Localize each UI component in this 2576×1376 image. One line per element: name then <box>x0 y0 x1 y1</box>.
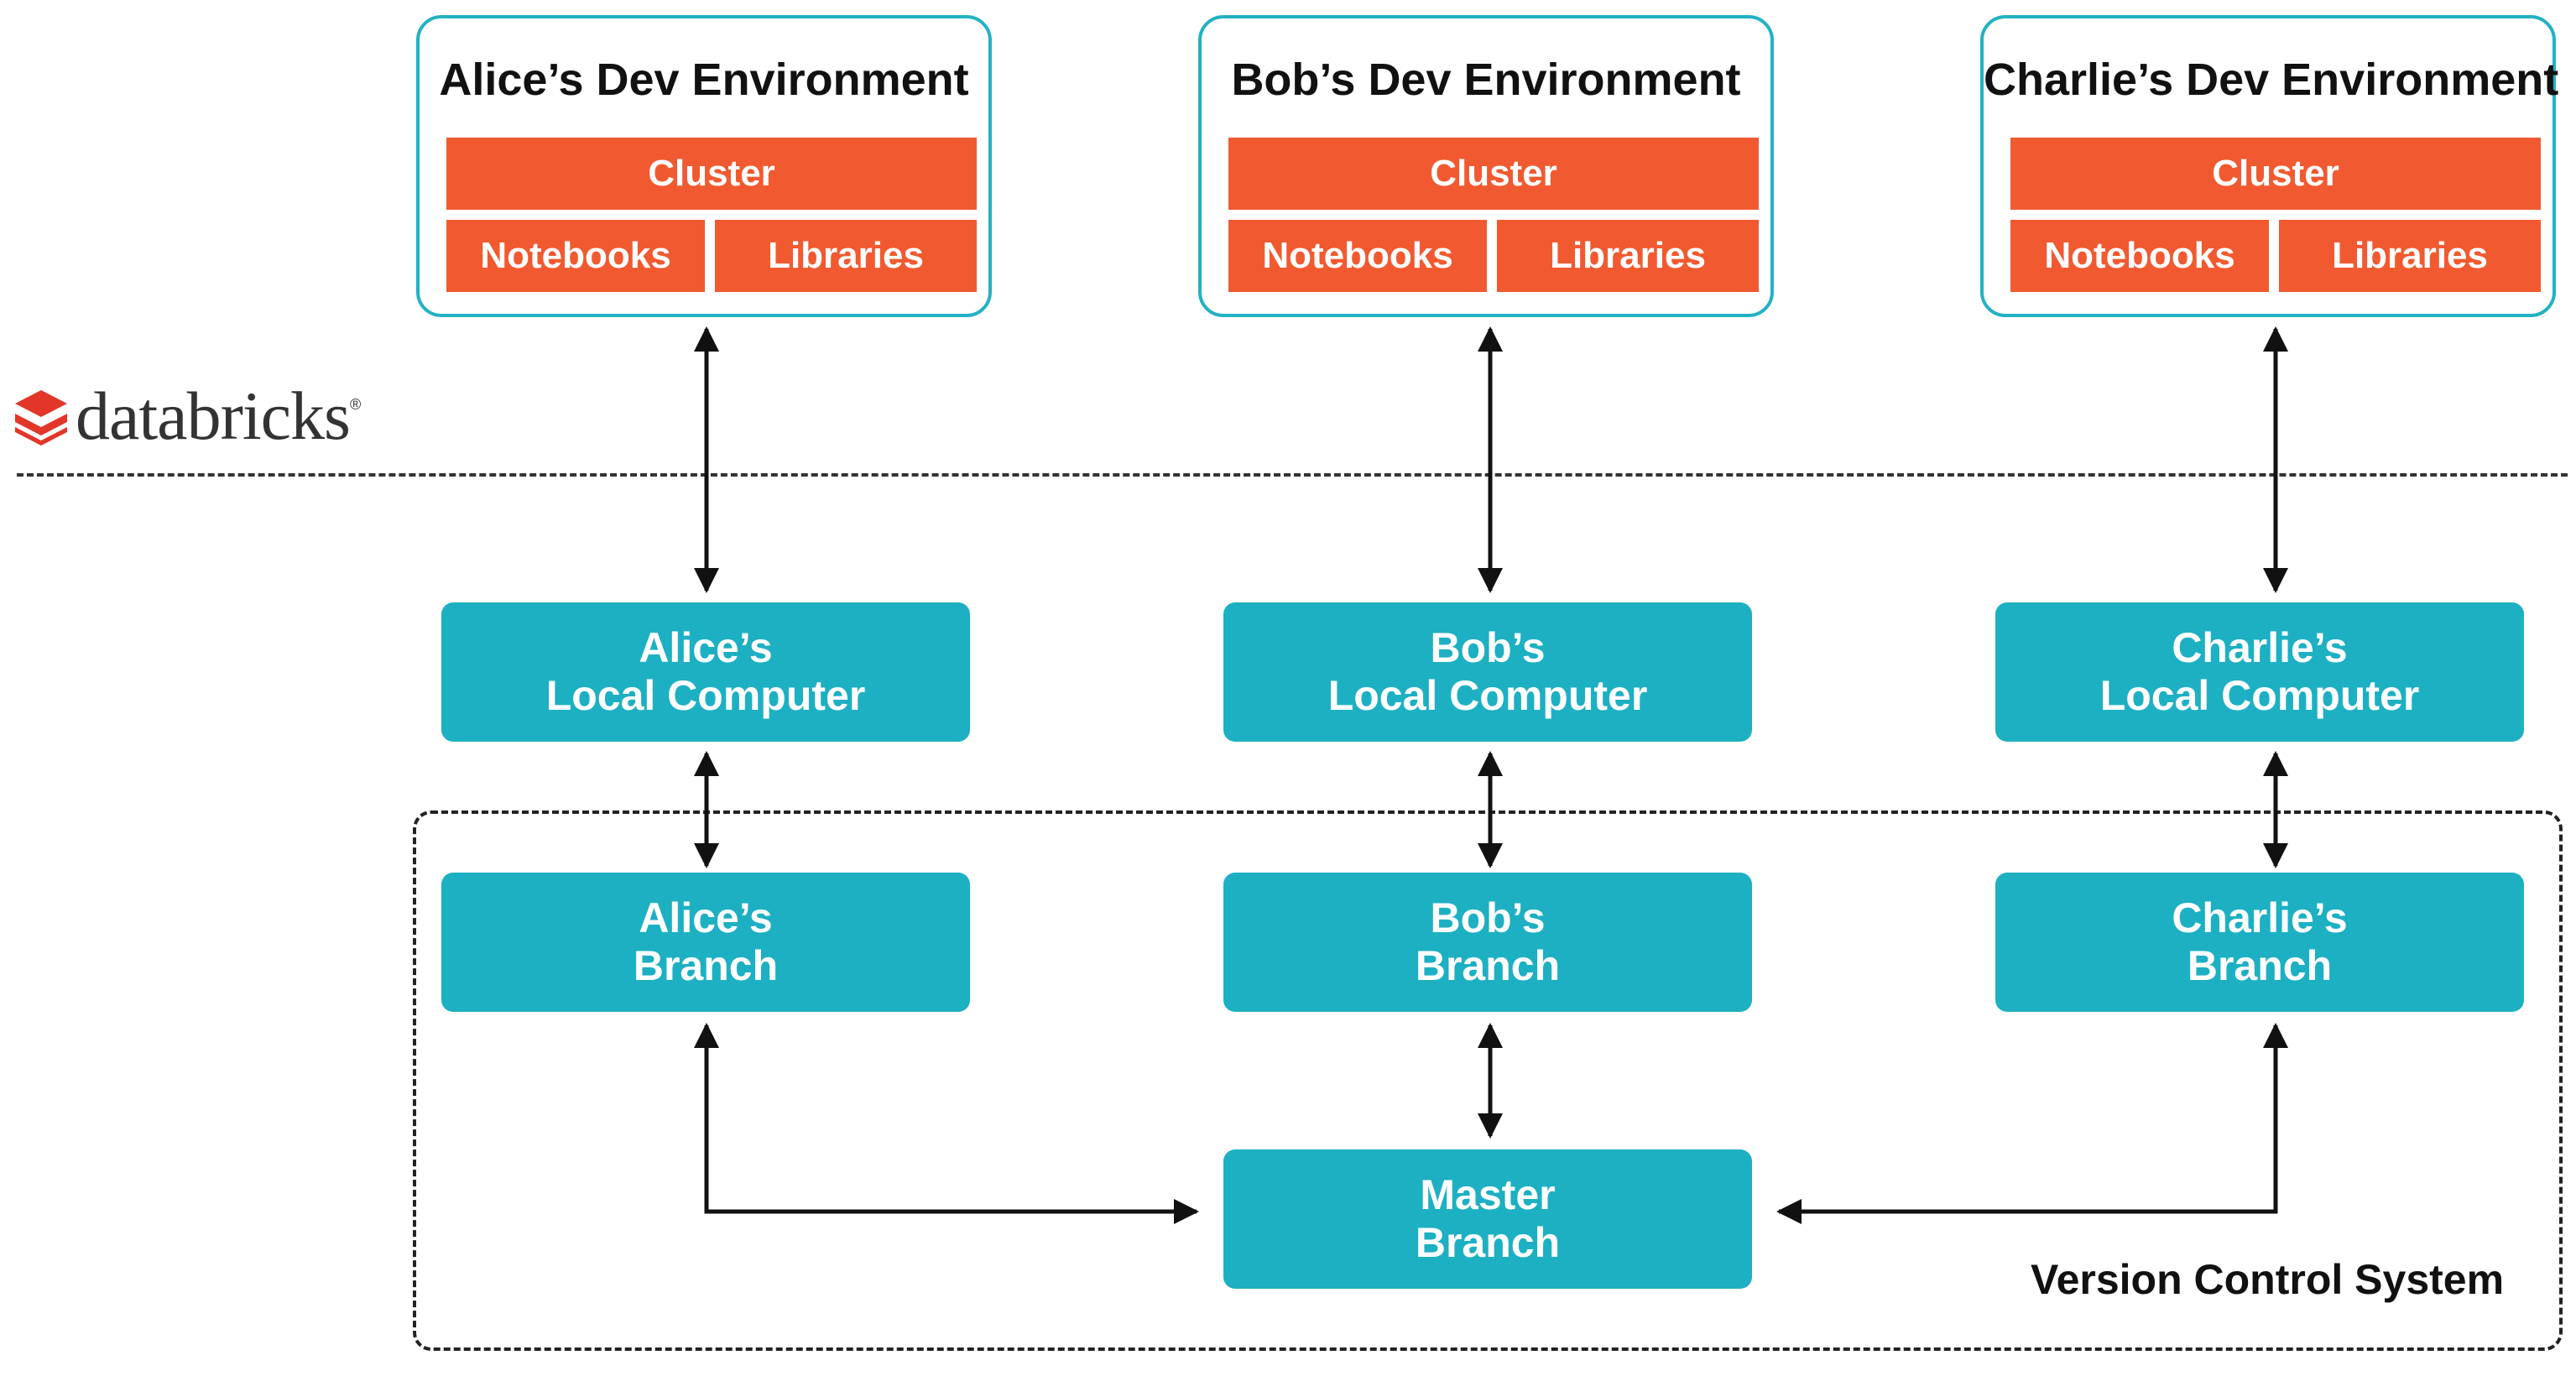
local-computer-owner: Bob’s <box>1430 623 1546 671</box>
branch-label: Branch <box>2187 942 2333 989</box>
branch-owner: Bob’s <box>1430 894 1546 941</box>
dev-environment-title: Alice’s Dev Environment <box>439 55 969 105</box>
notebooks-block: Notebooks <box>446 220 705 292</box>
databricks-boundary-line <box>17 473 2568 477</box>
local-computer-label: Local Computer <box>2099 672 2420 719</box>
branch-alice: Alice’s Branch <box>441 873 970 1012</box>
master-branch-line1: Master <box>1420 1170 1556 1218</box>
notebooks-block: Notebooks <box>2010 220 2269 292</box>
local-computer-label: Local Computer <box>545 672 866 719</box>
databricks-wordmark: databricks <box>76 378 351 454</box>
libraries-block: Libraries <box>715 220 977 292</box>
local-computer-owner: Alice’s <box>639 623 773 671</box>
dev-environment-bob: Bob’s Dev Environment Cluster Notebooks … <box>1198 15 1774 317</box>
cluster-block: Cluster <box>446 138 977 210</box>
cluster-block: Cluster <box>1228 138 1759 210</box>
dev-environment-alice: Alice’s Dev Environment Cluster Notebook… <box>416 15 992 317</box>
libraries-block: Libraries <box>1497 220 1759 292</box>
dev-environment-title: Bob’s Dev Environment <box>1231 55 1741 105</box>
dev-environment-title: Charlie’s Dev Environment <box>1984 55 2559 105</box>
local-computer-charlie: Charlie’s Local Computer <box>1995 602 2524 742</box>
registered-mark: ® <box>349 396 362 413</box>
master-branch-line2: Branch <box>1415 1219 1561 1266</box>
databricks-logo: databricks ® <box>12 374 361 458</box>
branch-owner: Alice’s <box>639 894 773 941</box>
branch-label: Branch <box>1415 942 1561 989</box>
local-computer-label: Local Computer <box>1327 672 1648 719</box>
local-computer-alice: Alice’s Local Computer <box>441 602 970 742</box>
dev-environment-charlie: Charlie’s Dev Environment Cluster Notebo… <box>1980 15 2559 317</box>
branch-bob: Bob’s Branch <box>1223 873 1752 1012</box>
branch-owner: Charlie’s <box>2172 894 2348 941</box>
databricks-logo-icon <box>15 390 67 446</box>
libraries-block: Libraries <box>2279 220 2541 292</box>
master-branch: Master Branch <box>1223 1149 1752 1289</box>
double-arrow-icon <box>694 1023 1199 1224</box>
local-computer-owner: Charlie’s <box>2172 623 2348 671</box>
local-computer-bob: Bob’s Local Computer <box>1223 602 1752 742</box>
cluster-block: Cluster <box>2010 138 2541 210</box>
branch-label: Branch <box>633 942 779 989</box>
double-arrow-icon <box>1776 1023 2288 1224</box>
version-control-label: Version Control System <box>2031 1256 2505 1303</box>
branch-charlie: Charlie’s Branch <box>1995 873 2524 1012</box>
notebooks-block: Notebooks <box>1228 220 1487 292</box>
